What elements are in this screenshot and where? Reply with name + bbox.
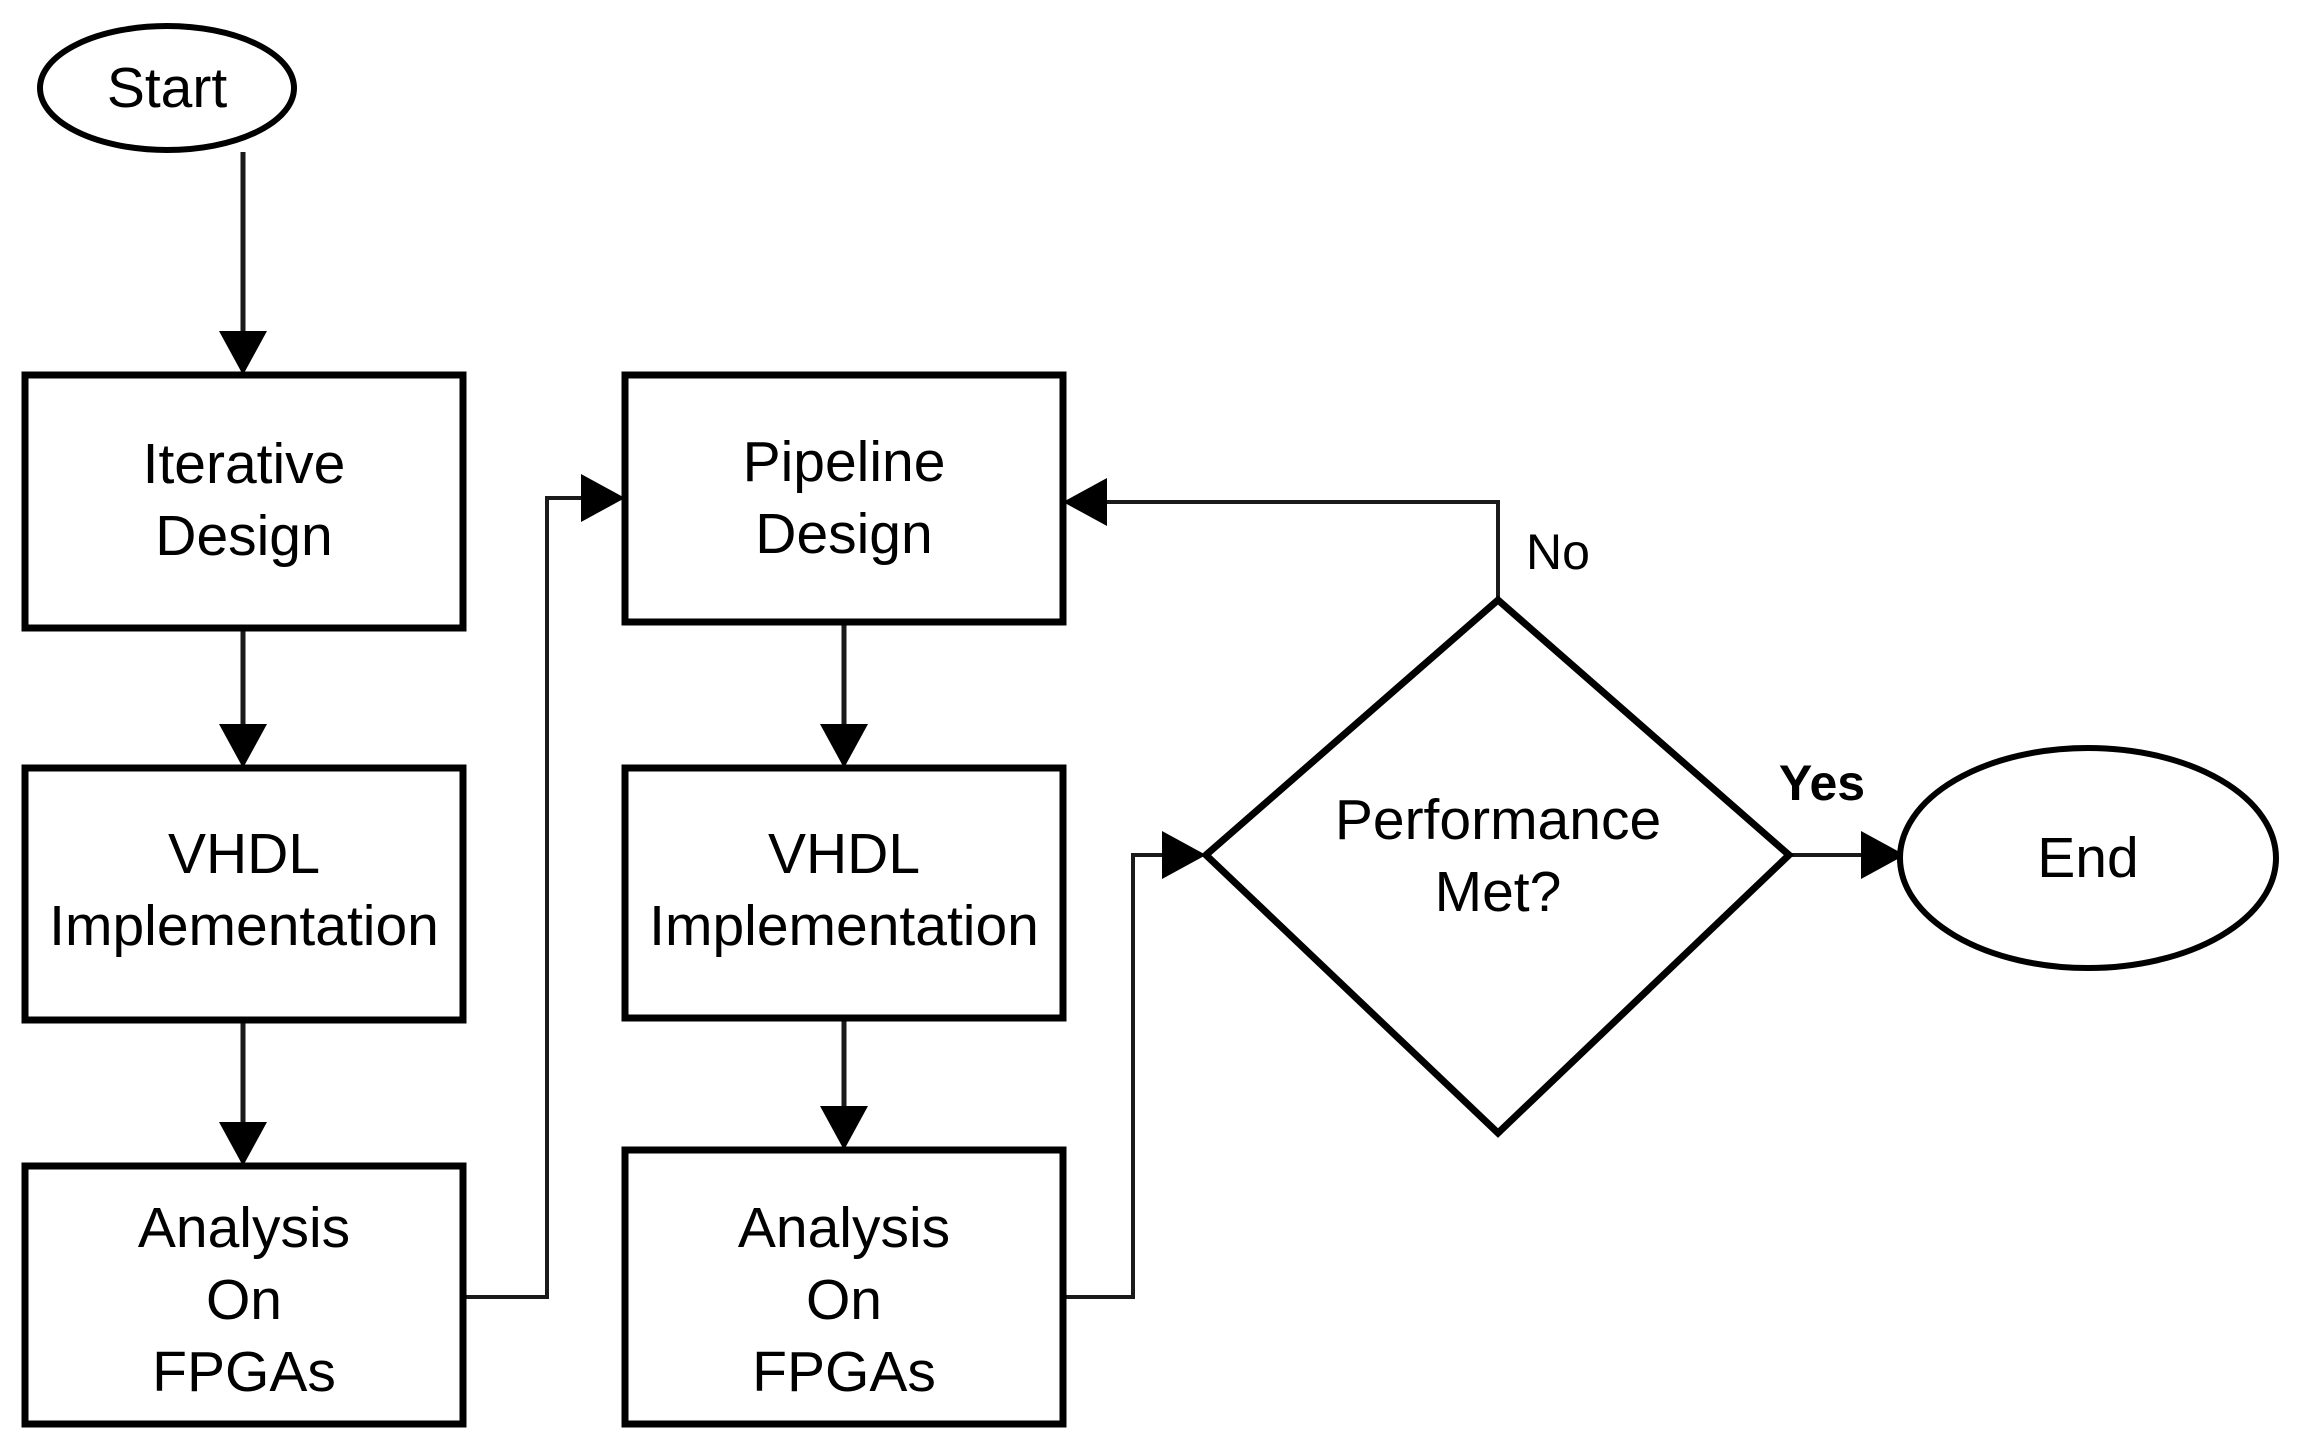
vhdl-mid-label-line1: VHDL [768,822,920,886]
node-vhdl-implementation-mid[interactable]: VHDL Implementation [621,764,1067,1022]
end-label: End [2037,826,2138,890]
edge-label-no: No [1526,524,1590,580]
vhdl-left-label-line1: VHDL [168,822,320,886]
edge-iterative-design-to-vhdl-left [219,628,267,768]
edge-vhdl-mid-to-analysis-mid [820,1018,868,1150]
decision-diamond[interactable] [1200,595,1795,1138]
iterative-design-label-line1: Iterative [143,432,346,496]
edge-start-to-iterative-design [219,152,267,375]
vhdl-left-label-line2: Implementation [49,894,439,958]
iterative-design-label-line2: Design [155,504,332,568]
edge-line [463,496,600,1299]
arrow-head-down-icon [219,331,267,375]
arrow-head-right-icon [1162,831,1206,879]
arrow-head-down-icon [219,724,267,768]
analysis-left-box[interactable] [21,1162,467,1428]
arrow-head-right-icon [1861,831,1905,879]
node-decision-performance-met[interactable]: Performance Met? [1200,595,1795,1138]
end-ellipse[interactable] [1897,745,2279,971]
edge-line [1063,853,1182,1299]
start-ellipse[interactable] [37,23,297,153]
vhdl-left-box[interactable] [21,764,467,1024]
arrow-head-right-icon [581,474,625,522]
vhdl-mid-box[interactable] [621,764,1067,1022]
arrow-head-down-icon [219,1122,267,1166]
node-start[interactable]: Start [37,23,297,153]
edge-decision-no-to-pipeline-design [1063,478,1500,600]
arrow-head-down-icon [820,724,868,768]
analysis-mid-box[interactable] [621,1146,1067,1428]
start-label: Start [107,56,228,120]
edge-pipeline-design-to-vhdl-mid [820,622,868,768]
iterative-design-box[interactable] [21,371,467,632]
node-analysis-on-fpgas-left[interactable]: Analysis On FPGAs [21,1162,467,1428]
node-analysis-on-fpgas-mid[interactable]: Analysis On FPGAs [621,1146,1067,1428]
pipeline-design-box[interactable] [621,371,1067,626]
pipeline-design-label-line2: Design [755,502,932,566]
analysis-mid-label-line3: FPGAs [752,1340,936,1404]
decision-label-line2: Met? [1435,860,1562,924]
analysis-left-label-line1: Analysis [138,1196,350,1260]
edge-analysis-left-to-pipeline-design [463,474,625,1299]
analysis-mid-label-line2: On [806,1268,882,1332]
arrow-head-left-icon [1063,478,1107,526]
node-end[interactable]: End [1897,745,2279,971]
node-pipeline-design[interactable]: Pipeline Design [621,371,1067,626]
analysis-left-label-line3: FPGAs [152,1340,336,1404]
edge-vhdl-left-to-analysis-left [219,1020,267,1166]
arrow-head-down-icon [820,1106,868,1150]
analysis-left-label-line2: On [206,1268,282,1332]
pipeline-design-label-line1: Pipeline [743,430,946,494]
edge-analysis-mid-to-decision [1063,831,1206,1299]
edge-decision-yes-to-end [1789,831,1905,879]
edge-line [1088,500,1500,600]
node-vhdl-implementation-left[interactable]: VHDL Implementation [21,764,467,1024]
edge-label-yes: Yes [1779,755,1865,811]
node-iterative-design[interactable]: Iterative Design [21,371,467,632]
analysis-mid-label-line1: Analysis [738,1196,950,1260]
decision-label-line1: Performance [1335,788,1661,852]
vhdl-mid-label-line2: Implementation [649,894,1039,958]
